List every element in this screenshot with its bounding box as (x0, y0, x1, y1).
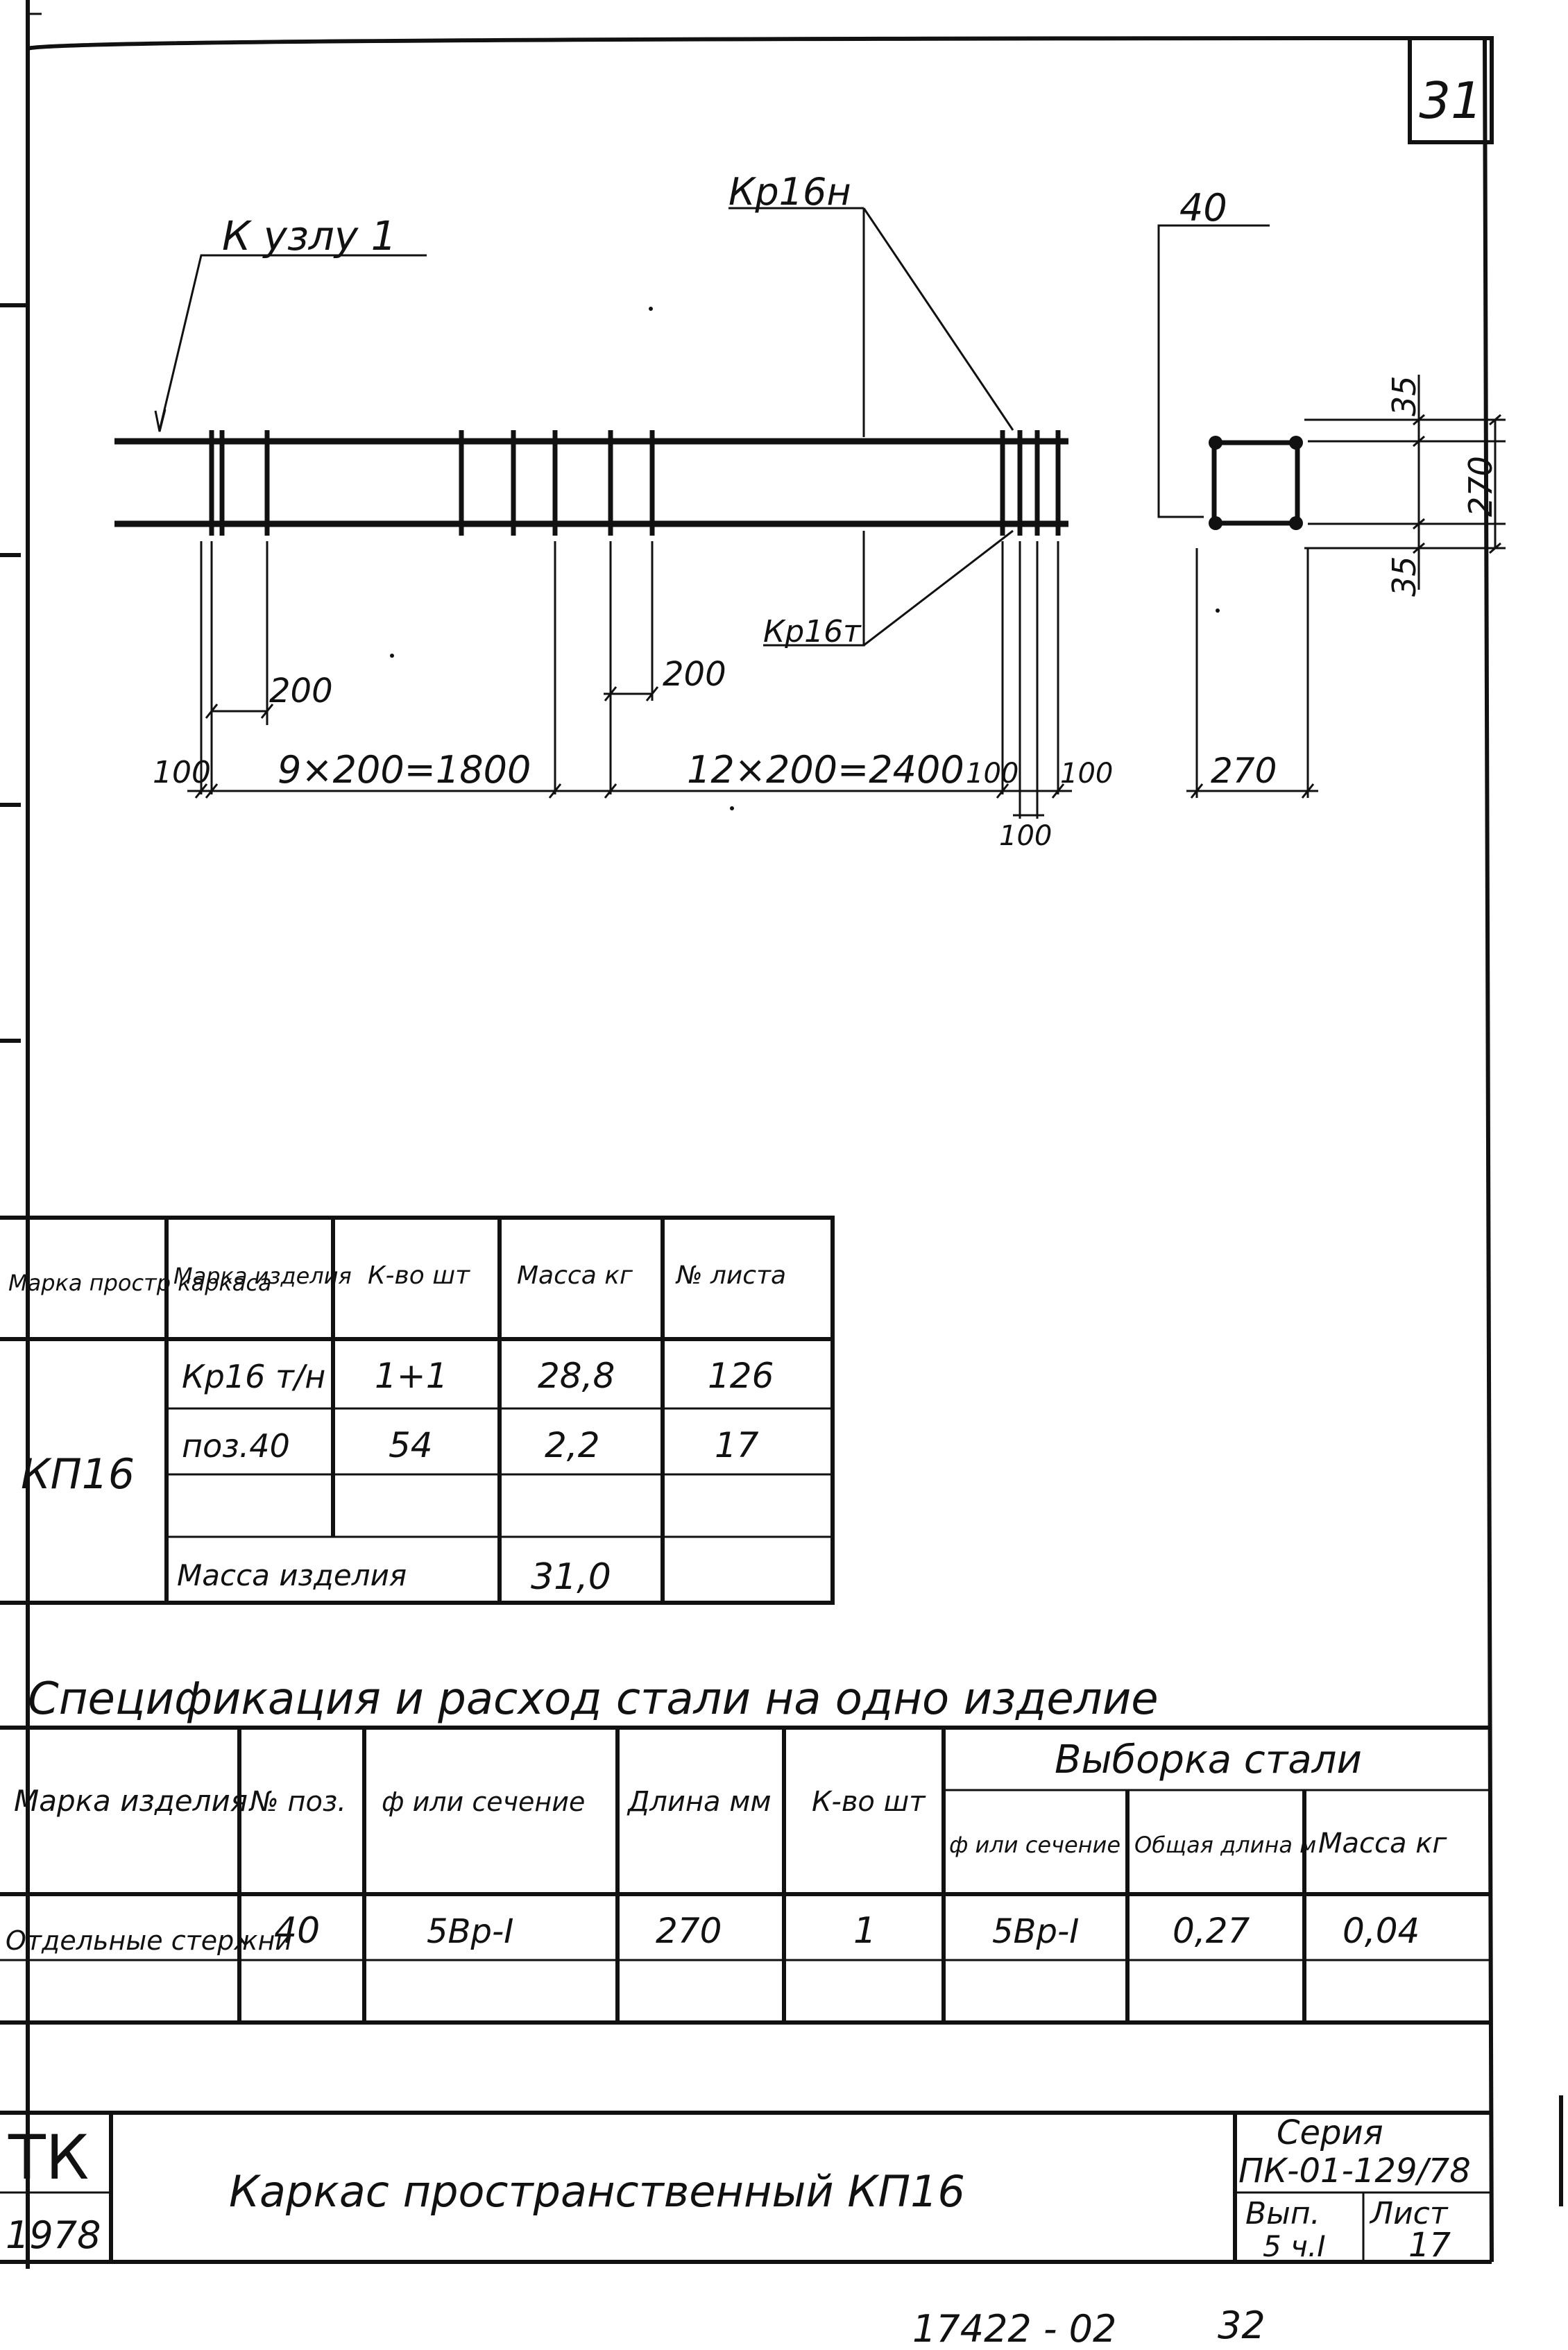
series-value: ПК-01-129/78 (1238, 2152, 1471, 2190)
elevation-dimensions: 200 200 100 9×200=1800 12×200=2400 100 1… (153, 655, 1113, 852)
org-mark: ТК (8, 2122, 89, 2193)
frame-cross-section: 40 35 270 35 270 (1157, 186, 1506, 799)
title-block: ТК 1978 Каркас пространственный КП16 Сер… (0, 2111, 1492, 2265)
table1-row2-sheet: 17 (715, 1425, 759, 1465)
table1-frame-mark: КП16 (21, 1450, 135, 1499)
series-label: Серия (1277, 2113, 1383, 2152)
table1-row2-mass: 2,2 (545, 1425, 600, 1465)
dim-200-right: 200 (663, 655, 726, 694)
stirrups (209, 430, 1061, 536)
dim-100-a: 100 (153, 755, 211, 790)
table-row: Отдельные стержни 40 5Вр-I 270 1 5Вр-I 0… (6, 1910, 1420, 1956)
table1-row1-mass: 28,8 (538, 1356, 615, 1396)
table1-row1-item: Кр16 т/н (182, 1358, 325, 1395)
scan-specks (390, 307, 1220, 810)
dim-section-width: 40 (1179, 186, 1227, 230)
callout-bottom-mesh: Кр16т (763, 614, 862, 649)
spec-header-selection: Выборка стали (1055, 1737, 1362, 1782)
issue-value: 5 ч.I (1263, 2229, 1326, 2263)
frame-composition-table: Марка простр каркаса Марка изделия К-во … (0, 1216, 835, 1605)
table1-header: Марка простр каркаса Марка изделия К-во … (8, 1261, 786, 1296)
dim-100-c: 100 (1060, 758, 1113, 790)
table1-header-mass: Масса кг (517, 1261, 633, 1290)
dim-35-bottom: 35 (1386, 556, 1423, 597)
spec-header-sel-mass: Масса кг (1318, 1828, 1447, 1859)
table1-total-value: 31,0 (531, 1556, 611, 1598)
dim-270-vertical: 270 (1462, 456, 1499, 517)
specification-table: Спецификация и расход стали на одно изде… (0, 1674, 1492, 2025)
table1-header-item-mark: Марка изделия (173, 1263, 352, 1289)
dim-100-b: 100 (966, 758, 1019, 790)
spec-header-sel-total-length: Общая длина м (1134, 1832, 1316, 1858)
spec-row-section: 5Вр-I (427, 1912, 513, 1951)
issue-label: Вып. (1245, 2196, 1320, 2231)
spec-row-sel-mass: 0,04 (1343, 1911, 1420, 1951)
spec-row-mark: Отдельные стержни (6, 1925, 292, 1956)
footer-page: 32 (1218, 2304, 1266, 2347)
archive-code: 17422 - 02 (912, 2307, 1116, 2350)
dim-100-d: 100 (999, 820, 1052, 852)
dim-270-horizontal: 270 (1211, 751, 1277, 791)
footer: 17422 - 02 32 (912, 2304, 1266, 2350)
spec-row-sel-section: 5Вр-I (992, 1912, 1079, 1951)
spec-row-pos: 40 (274, 1910, 320, 1952)
dim-35-top: 35 (1386, 375, 1423, 416)
spec-title: Спецификация и расход стали на одно изде… (28, 1674, 1159, 1725)
org-year: 1978 (6, 2213, 101, 2257)
spec-row-sel-total-length: 0,27 (1173, 1911, 1250, 1951)
spec-header-section: ф или сечение (382, 1787, 585, 1817)
table-row: Кр16 т/н 1+1 28,8 126 (182, 1356, 774, 1396)
sheet-value: 17 (1408, 2226, 1451, 2265)
sheet-label: Лист (1369, 2196, 1449, 2231)
spec-row-length: 270 (656, 1911, 722, 1951)
spec-header-qty: К-во шт (812, 1786, 926, 1818)
table1-total-label: Масса изделия (177, 1558, 407, 1592)
spec-header-pos: № поз. (248, 1786, 346, 1818)
dim-run-left: 9×200=1800 (278, 748, 531, 792)
sheet-number-box: 31 (1408, 36, 1494, 144)
callout-top-mesh: Кр16н (728, 170, 851, 214)
table1-row1-qty: 1+1 (375, 1356, 448, 1396)
table1-header-sheet: № листа (675, 1261, 786, 1290)
callouts: К узлу 1 Кр16н Кр16т (154, 170, 1014, 649)
table1-header-frame-mark: Марка простр каркаса (8, 1270, 272, 1296)
dim-run-right: 12×200=2400 (687, 748, 964, 792)
spec-row-qty: 1 (853, 1910, 876, 1952)
table1-row2-item: поз.40 (182, 1427, 290, 1465)
sheet-number: 31 (1419, 71, 1483, 130)
spec-header-sel-section: ф или сечение (949, 1832, 1120, 1858)
frame-elevation (114, 430, 1072, 819)
table1-header-qty: К-во шт (368, 1261, 470, 1290)
table1-row1-sheet: 126 (708, 1356, 774, 1396)
spec-header-mark: Марка изделия (14, 1784, 248, 1818)
table-row: поз.40 54 2,2 17 (182, 1425, 759, 1465)
dim-200-left: 200 (269, 672, 333, 710)
table1-row2-qty: 54 (389, 1425, 433, 1465)
sheet-frame (0, 0, 1563, 2269)
spec-header-length: Длина мм (627, 1786, 772, 1818)
drawing-title: Каркас пространственный КП16 (229, 2166, 965, 2217)
spec-header: Марка изделия № поз. ф или сечение Длина… (14, 1737, 1447, 1859)
callout-node: К узлу 1 (222, 212, 397, 259)
